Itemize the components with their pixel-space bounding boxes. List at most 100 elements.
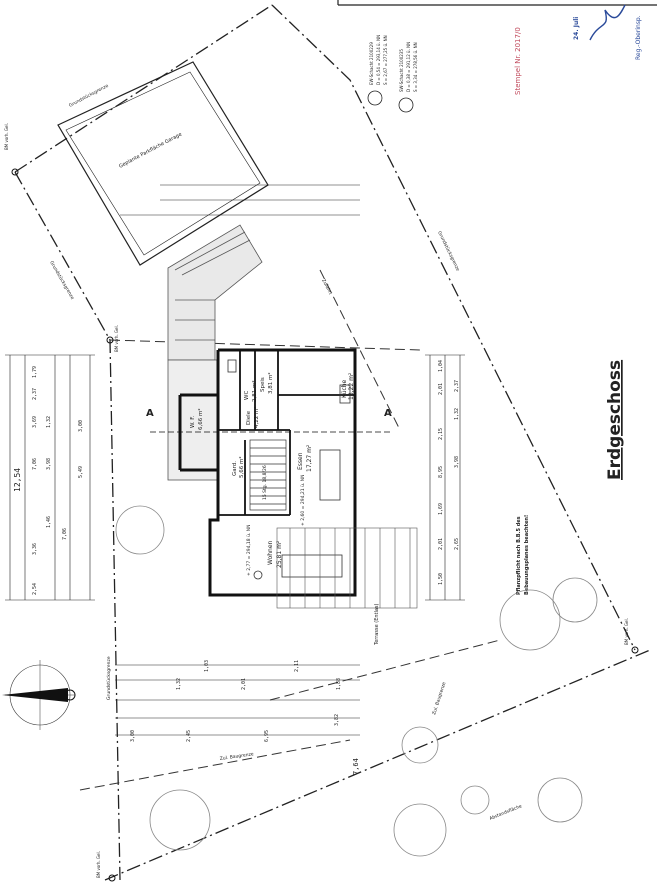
dim-bottom-4: 2,11 [294,660,300,672]
dim-bottom-0: 3,00 [130,730,136,742]
section-marker-right: A [384,408,392,419]
dimension-lines-left [5,354,95,601]
room-name-kueche: Küche [341,379,348,398]
room-area-essen: 17,27 m² [306,444,313,472]
floor-level: + 2,60 = 294,21 ü. NN [300,475,306,526]
dim-right-6: 8,95 [438,466,444,478]
room-name-wohnen: Wohnen [267,540,274,565]
benchmark-label-4: BM vorh. Gel. [96,851,101,878]
dim-bottom-7: 1,32 [176,678,182,690]
dim-bottom-5: 1,88 [336,678,342,690]
boundary-label-top: Grundstücksgrenze [68,83,110,109]
stair-label: 15 Stg. 18,8/26 [262,465,268,500]
dim-left-4: 3,98 [46,458,52,470]
dim-right-0: 1,04 [438,360,444,372]
dim-right-9: 2,65 [454,538,460,550]
dim-bottom-6: 2,01 [241,678,247,690]
title-block-frame [337,0,657,6]
note1-title: EW-Schacht 2100229 [369,42,374,85]
dim-left-2: 3,69 [32,416,38,428]
dim-bottom-1: 2,45 [186,730,192,742]
room-area-diele: 4,22 m² [253,406,260,428]
interior-walls [218,350,355,516]
stamp-date: 24. Juli [573,17,580,40]
dim-right-4: 1,32 [454,408,460,420]
room-labels: Wohnen 25,81 m² + 2,77 = 294,18 ü. NN Es… [190,372,355,576]
dim-right-2: 2,01 [438,383,444,395]
signature [589,4,626,41]
note1-a: D = 0,54 = 293,14 ü. NN [376,35,381,85]
dim-left-0: 1,79 [32,366,38,378]
terrace-label: Terrasse (Entlas) [374,603,380,646]
building-limit-label-2: Zul. Baugrenze [219,751,254,762]
page-title: Erdgeschoss [605,360,625,480]
dim-left-8: 2,54 [32,583,38,595]
shaft-icon-2 [398,97,414,113]
room-name-diele: Diele [246,410,252,425]
driveway [167,224,263,361]
north-arrow-icon [2,660,76,730]
room-area-gard: 5,66 m² [238,456,245,478]
dimension-lines-bottom [115,664,360,736]
furniture [227,359,351,580]
dim-right-3: 2,15 [438,428,444,440]
benchmark-markers [11,168,639,882]
dim-right-8: 2,01 [438,538,444,550]
note2-b: S = 3,34 = 278,56 ü. NN [413,42,418,92]
room-area-kueche: 13,22 m² [348,372,355,400]
room-name-gard: Gard. [232,461,238,476]
dim-labels-right: 1,04 2,37 2,01 2,15 1,32 3,98 8,95 1,69 … [438,360,460,585]
room-area-wc: 2,81 m² [251,380,258,402]
dim-left2-2: 3,00 [78,420,84,432]
dim-left-3: 1,32 [46,416,52,428]
dim-right-1: 2,37 [454,380,460,392]
room-height-wohnen: + 2,77 = 294,18 ü. NN [246,525,252,576]
carport-label: Geplante Parkfläche Garage [118,131,183,169]
room-name-wf: W. F. [190,415,196,428]
dim-left-7: 3,36 [32,543,38,555]
dim-left-5: 7,06 [32,458,38,470]
dim-left-6: 1,46 [46,516,52,528]
dim-bottom-3: 3,82 [334,714,340,726]
benchmark-label-1: BM vorh. Gel. [4,123,9,150]
dim-left2-4: 7,06 [62,528,68,540]
building-limit-line [79,269,501,791]
house-walls [178,348,357,597]
planting-note-1: Pflanzpflicht nach B.B.5 des [516,516,522,595]
dimension-lines-right [425,354,465,601]
room-area-wf: 6,66 m² [197,408,204,430]
dim-right-10: 1,50 [438,573,444,585]
property-boundary [14,4,651,881]
room-name-essen: Essen [297,452,304,470]
terrace [276,527,418,609]
note2-a: D = 0,38 = 291,12 ü. NN [406,42,411,92]
utility-notes: EW-Schacht 2100229 D = 0,54 = 293,14 ü. … [367,35,418,113]
note2-title: SW-Schacht 2100235 [399,49,404,92]
dim-labels-left: 1,79 2,37 3,69 1,32 3,98 7,06 1,46 3,36 … [32,366,84,595]
room-name-speis: Speis [260,377,266,392]
dim-total-left: 12,54 [13,468,22,492]
room-name-wc: WC [244,391,250,400]
stamp-office: Reg.-Oberinsp. [635,15,642,60]
entry-label: Zufahrt [320,278,333,296]
dim-labels-bottom: 3,00 2,45 6,95 3,82 2,11 1,88 2,01 1,32 … [130,660,342,742]
building-limit-label-1: Zul. Baugrenze [431,681,447,716]
benchmark-label-2: BM vorh. Gel. [114,325,119,352]
dim-total-bottom: 7,64 [352,758,360,775]
shaft-icon-1 [367,90,383,106]
dim-right-7: 1,69 [438,503,444,515]
note1-b: S = 2,67 = 277,25 ü. NN [383,35,388,85]
dim-left2-3: 5,49 [78,466,84,478]
benchmark-label-3: BM vorh. Gel. [624,618,629,645]
boundary-label-left: Grundstücksgrenze [48,260,75,301]
dimension-lines-top [120,184,360,216]
stair [249,439,287,511]
boundary-label-right: Grundstücksgrenze [436,230,461,272]
dim-bottom-2: 6,95 [264,730,270,742]
dim-right-5: 3,98 [454,456,460,468]
approval-stamp: Stempel Nr. 2017/0 24. Juli Reg.-Oberins… [514,4,642,95]
tree-symbols [115,505,598,857]
dim-left-1: 2,37 [32,388,38,400]
planting-note-2: Bebauungsplanes beachten! [524,515,530,595]
